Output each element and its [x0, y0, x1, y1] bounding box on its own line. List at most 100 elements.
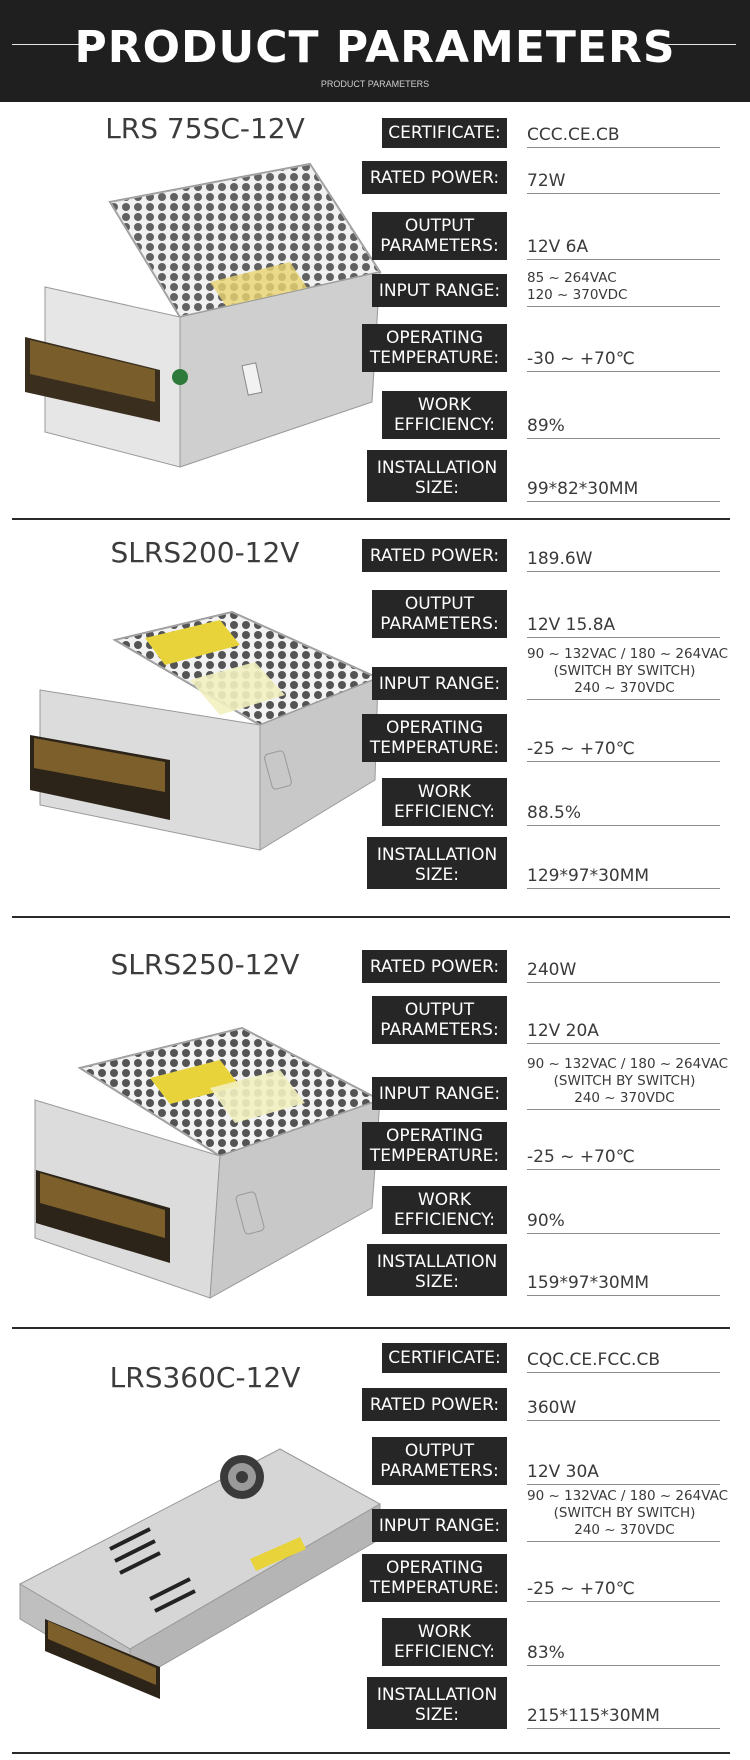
section-divider [12, 1752, 730, 1754]
spec-underline [527, 1484, 720, 1485]
section-divider [12, 1327, 730, 1329]
spec-underline [527, 1420, 720, 1421]
spec-underline [527, 371, 720, 372]
spec-value: 12V 15.8A [527, 615, 616, 635]
spec-label: RATED POWER: [362, 1388, 507, 1421]
spec-label: INPUT RANGE: [372, 1509, 507, 1542]
section-divider [12, 518, 730, 520]
model-name: SLRS200-12V [110, 536, 300, 569]
spec-underline [527, 259, 720, 260]
spec-row: INPUT RANGE: 90 ~ 132VAC / 180 ~ 264VAC(… [372, 644, 728, 700]
spec-underline [527, 193, 720, 194]
spec-underline [527, 699, 720, 700]
page-subtitle: PRODUCT PARAMETERS [320, 79, 430, 89]
spec-label: CERTIFICATE: [382, 1343, 507, 1373]
spec-underline [527, 571, 720, 572]
spec-label: RATED POWER: [362, 539, 507, 572]
spec-label: INPUT RANGE: [372, 667, 507, 700]
spec-value: 12V 20A [527, 1021, 599, 1041]
spec-underline [527, 1109, 720, 1110]
spec-underline [527, 1043, 720, 1044]
spec-label: RATED POWER: [362, 161, 507, 194]
spec-value: 90% [527, 1211, 565, 1231]
spec-value: 240W [527, 960, 577, 980]
spec-value: 83% [527, 1643, 565, 1663]
spec-underline [527, 438, 720, 439]
spec-underline [527, 1169, 720, 1170]
spec-value: 90 ~ 132VAC / 180 ~ 264VAC(SWITCH BY SWI… [527, 1488, 728, 1538]
spec-value: 99*82*30MM [527, 479, 639, 499]
spec-underline [527, 1372, 720, 1373]
power-supply-image [30, 610, 381, 851]
spec-value: 360W [527, 1398, 577, 1418]
spec-value: CCC.CE.CB [527, 125, 620, 145]
spec-value: 88.5% [527, 803, 582, 823]
spec-underline [527, 1295, 720, 1296]
spec-row: INPUT RANGE: 90 ~ 132VAC / 180 ~ 264VAC(… [372, 1486, 728, 1542]
spec-underline [527, 982, 720, 983]
spec-value: 90 ~ 132VAC / 180 ~ 264VAC(SWITCH BY SWI… [527, 646, 728, 696]
spec-label: INPUT RANGE: [372, 274, 507, 307]
header-banner: PRODUCT PARAMETERS PRODUCT PARAMETERS [0, 0, 750, 102]
power-supply-image [18, 1448, 382, 1699]
spec-underline [527, 1601, 720, 1602]
section-divider [12, 916, 730, 918]
spec-row: RATED POWER: 72W [362, 161, 720, 194]
spec-underline [527, 825, 720, 826]
spec-underline [527, 888, 720, 889]
spec-underline [527, 1541, 720, 1542]
spec-underline [527, 1233, 720, 1234]
spec-value: CQC.CE.FCC.CB [527, 1350, 660, 1370]
spec-value: -25 ~ +70℃ [527, 1147, 635, 1167]
spec-underline [527, 637, 720, 638]
spec-row: INPUT RANGE: 90 ~ 132VAC / 180 ~ 264VAC(… [372, 1054, 728, 1110]
header-left-rule [12, 44, 90, 45]
spec-row: CERTIFICATE: CQC.CE.FCC.CB [380, 1343, 720, 1373]
spec-row: RATED POWER: 189.6W [362, 539, 720, 572]
spec-label: CERTIFICATE: [382, 118, 507, 148]
spec-value: 72W [527, 171, 566, 191]
spec-underline [527, 761, 720, 762]
model-name: SLRS250-12V [110, 948, 300, 981]
spec-row: RATED POWER: 360W [362, 1388, 720, 1421]
spec-value: -25 ~ +70℃ [527, 1579, 635, 1599]
model-name: LRS 75SC-12V [105, 112, 305, 145]
spec-row: RATED POWER: 240W [362, 950, 720, 983]
spec-value: 12V 6A [527, 237, 589, 257]
product-section-4: LRS360C-12V CERTIFICATE: CQC.CE.FCC.CB R… [0, 1329, 750, 1754]
header-right-rule [658, 44, 736, 45]
spec-value: 12V 30A [527, 1462, 599, 1482]
spec-row: CERTIFICATE: CCC.CE.CB [380, 118, 720, 148]
spec-underline [527, 1665, 720, 1666]
spec-underline [527, 306, 720, 307]
product-section-1: LRS 75SC-12V CERTIFICATE: CCC.CE.CB RATE… [0, 102, 750, 520]
page-title: PRODUCT PARAMETERS [74, 22, 676, 73]
